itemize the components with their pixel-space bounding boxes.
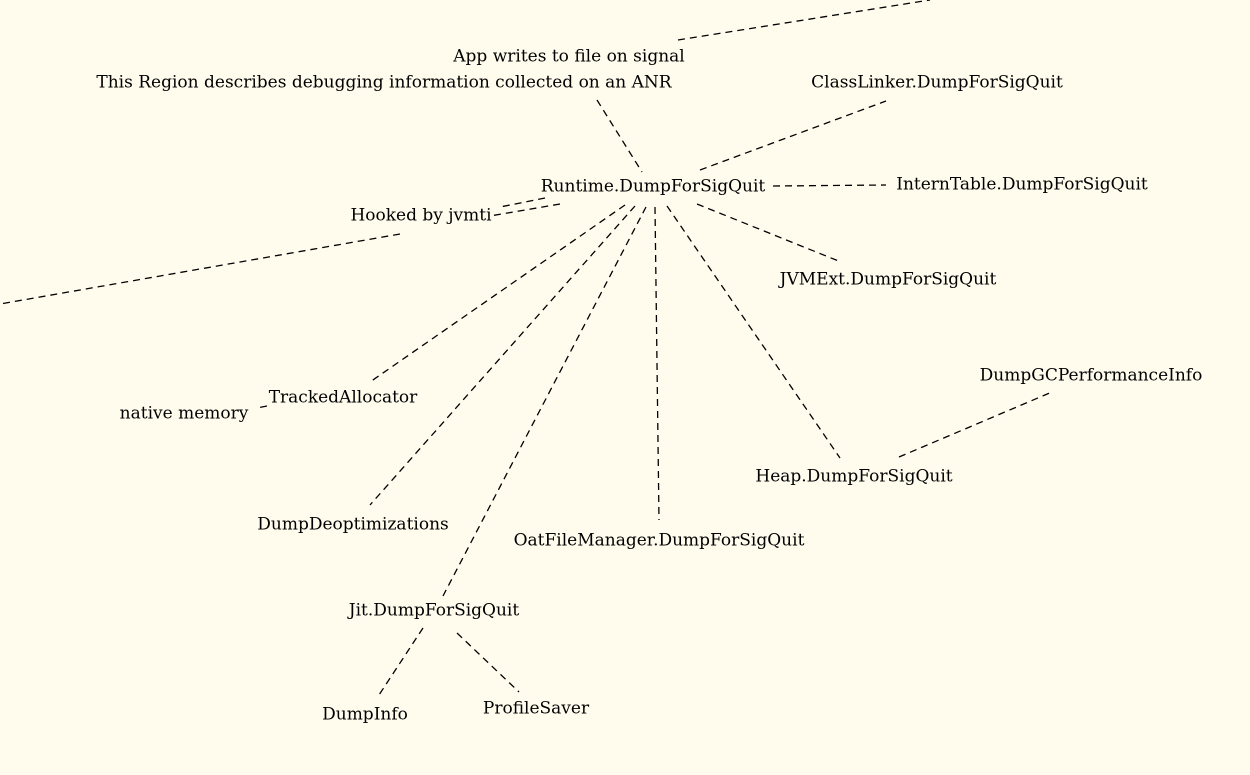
edge-runtime-jvmext [696,203,842,263]
edge-jit-dumpinfo [376,627,424,699]
node-dumpgcperformanceinfo: DumpGCPerformanceInfo [979,365,1203,386]
node-runtime-dumpforsigquit: Runtime.DumpForSigQuit [540,176,766,197]
node-trackedallocator: TrackedAllocator [268,387,418,408]
node-hooked-by-jvmti: Hooked by jvmti [350,205,492,226]
edge-runtime-dumpdeopt [369,205,636,506]
node-jvmext-dumpforsigquit: JVMExt.DumpForSigQuit [779,269,997,290]
edge-region-runtime [596,99,643,173]
edge-trackedallocator-nativememory [256,405,268,409]
node-profilesaver: ProfileSaver [482,698,590,719]
edge-runtime-oatfilemanager [654,206,660,521]
node-oatfilemanager-dumpforsigquit: OatFileManager.DumpForSigQuit [513,530,805,551]
node-app-writes-to-file: App writes to file on signal [453,46,685,67]
edge-app-writes-offscreen [677,0,931,41]
edge-jvmti-offscreen [0,233,401,305]
edge-runtime-trackedallocator [369,204,626,383]
edge-runtime-heap [666,205,841,459]
edge-runtime-jit [442,206,647,597]
edge-runtime-jvmti-a [499,197,546,208]
node-native-memory: native memory [119,403,249,424]
node-interntable-dumpforsigquit: InternTable.DumpForSigQuit [896,174,1148,195]
edge-heap-dumpgc [898,391,1053,458]
node-heap-dumpforsigquit: Heap.DumpForSigQuit [755,466,953,487]
edge-jit-profilesaver [456,632,520,693]
node-jit-dumpforsigquit: Jit.DumpForSigQuit [348,600,520,621]
node-dumpinfo: DumpInfo [322,704,408,725]
edge-runtime-interntable [772,184,887,187]
edge-runtime-jvmti-b [489,203,561,217]
node-dumpdeoptimizations: DumpDeoptimizations [257,514,449,535]
node-classlinker-dumpforsigquit: ClassLinker.DumpForSigQuit [811,72,1063,93]
node-region-description: This Region describes debugging informat… [96,72,672,93]
edge-runtime-classlinker [699,100,887,171]
